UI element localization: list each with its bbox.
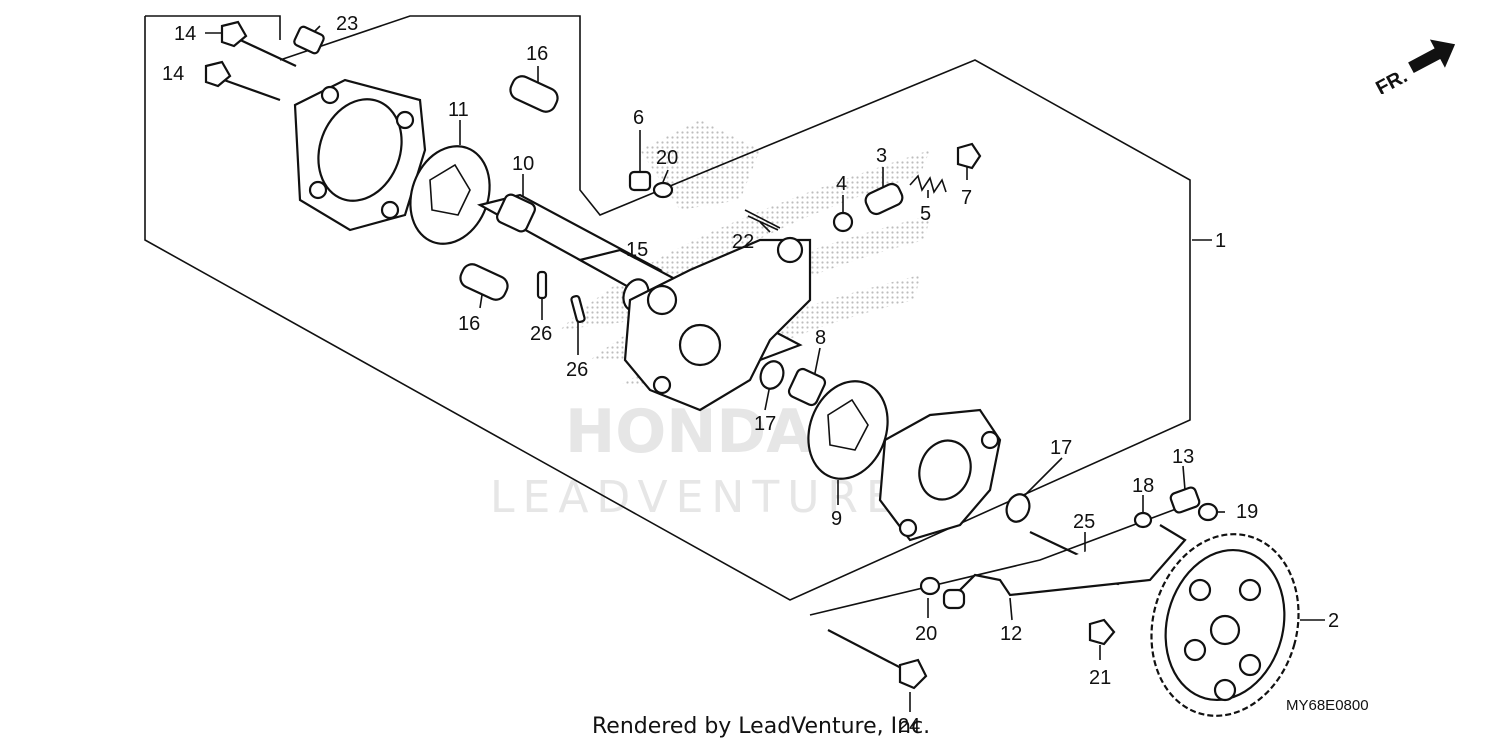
pin-26-a: [536, 270, 548, 300]
front-direction-arrow: FR.: [1372, 39, 1456, 94]
valve-3: [864, 182, 904, 216]
oil-pipe-12: [942, 524, 1187, 610]
callout-17-b: 17: [1050, 437, 1072, 459]
callout-15: 15: [626, 239, 648, 261]
callout-17-a: 17: [754, 413, 776, 435]
callout-5: 5: [920, 203, 931, 225]
callout-9: 9: [831, 508, 842, 530]
bolt-14-upper: [220, 20, 297, 67]
callout-19: 19: [1236, 501, 1258, 523]
watermark-leadventure: LEADVENTURE: [490, 472, 902, 523]
callout-8: 8: [815, 327, 826, 349]
pin-26-b: [570, 294, 586, 324]
dowel-23: [293, 25, 325, 55]
callout-20-lower: 20: [915, 623, 937, 645]
watermark-text: HONDA LEADVENTURE: [490, 397, 902, 523]
render-credit: Rendered by LeadVenture, Inc.: [592, 714, 931, 739]
sprocket-2: [1150, 533, 1300, 717]
callout-10: 10: [512, 153, 534, 175]
callout-11: 11: [448, 99, 469, 121]
collar-13: [1169, 486, 1201, 514]
callout-16-lower: 16: [458, 313, 480, 335]
callout-22: 22: [732, 231, 754, 253]
callout-3: 3: [876, 145, 887, 167]
inner-rotor-10: [496, 193, 536, 233]
callout-1: 1: [1215, 230, 1226, 252]
cap-nut-7: [956, 142, 982, 170]
callout-14-lower: 14: [162, 63, 184, 85]
washer-18: [1133, 511, 1153, 529]
oring-17-b: [1005, 493, 1031, 523]
pump-cover: [293, 78, 427, 232]
callout-24: 24: [898, 715, 920, 737]
washer-19: [1197, 502, 1219, 522]
seal-4: [832, 211, 854, 233]
bolt-24: [827, 629, 928, 690]
callout-4: 4: [836, 173, 847, 195]
split-pin-22: [744, 209, 781, 231]
pump-plate: [878, 408, 1002, 542]
callout-21: 21: [1089, 667, 1111, 689]
callout-7: 7: [961, 187, 972, 209]
callout-6: 6: [633, 107, 644, 129]
outer-rotor-9: [807, 380, 889, 480]
oring-17-a: [759, 360, 785, 390]
callout-labels: 14 14 23 16 11 10 6 20 15 22 4 3 5 7 1 1…: [162, 13, 1339, 737]
nut-21: [1088, 618, 1116, 646]
callout-13: 13: [1172, 446, 1194, 468]
dowel-16-lower: [459, 263, 509, 301]
spring-5: [909, 174, 947, 194]
callout-23: 23: [336, 13, 358, 35]
callout-20-upper: 20: [656, 147, 678, 169]
washer-20-upper: [652, 181, 674, 199]
callout-26-b: 26: [566, 359, 588, 381]
fr-label: FR.: [1372, 65, 1411, 94]
callout-26-a: 26: [530, 323, 552, 345]
outer-rotor-11: [409, 145, 491, 245]
dowel-16-upper: [509, 75, 559, 113]
washer-20-lower: [919, 576, 941, 596]
seal-6: [628, 170, 652, 192]
callout-14-upper: 14: [174, 23, 196, 45]
callout-25: 25: [1073, 511, 1095, 533]
callout-16-upper: 16: [526, 43, 548, 65]
callout-12: 12: [1000, 623, 1022, 645]
inner-rotor-8: [787, 367, 827, 407]
diagram-code: MY68E0800: [1286, 697, 1369, 714]
pump-body: [623, 236, 812, 412]
callout-18: 18: [1132, 475, 1154, 497]
callout-2: 2: [1328, 610, 1339, 632]
bolt-14-lower: [204, 60, 281, 102]
watermark-honda: HONDA: [565, 397, 813, 467]
